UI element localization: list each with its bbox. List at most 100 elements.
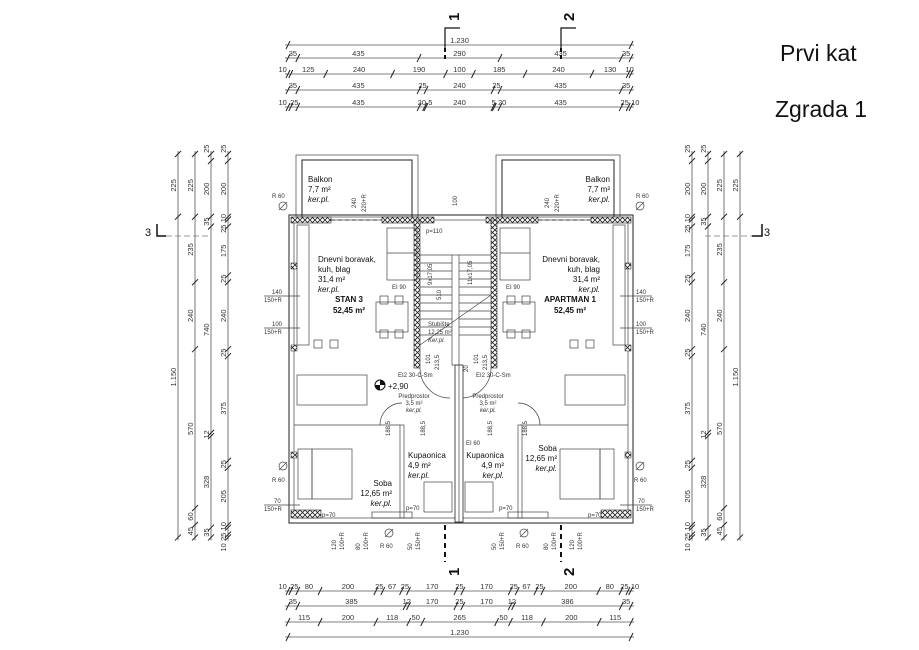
svg-text:+2,90: +2,90 [388, 382, 409, 391]
room-label-bath-left: Kupaonica 4,9 m² ker.pl. [408, 451, 446, 480]
door-height-left: 213,5 [435, 354, 441, 370]
dimension-label: 25 [219, 349, 228, 357]
dining-table-right [502, 295, 536, 339]
dimension-label: 25 [621, 98, 629, 107]
column-r60-marker: R 60 [380, 528, 394, 550]
fire-rating-left: EI 90 [392, 285, 407, 291]
dimension-label: 10 [279, 98, 287, 107]
dimension-label: 5 [428, 98, 432, 107]
dimension-label: 25 [683, 225, 692, 233]
dimension-label: 10 [279, 65, 287, 74]
dimension-label: 10 [625, 65, 633, 74]
dimension-label: 25 [290, 98, 298, 107]
svg-text:150+R: 150+R [500, 531, 506, 550]
dimension-label: 115 [609, 613, 621, 622]
svg-text:R 60: R 60 [272, 478, 285, 484]
svg-text:Balkon: Balkon [586, 175, 610, 184]
wall-dimension: 100 [453, 195, 459, 206]
dimension-label: 25 [219, 225, 228, 233]
column-r60-marker: R 60 [634, 461, 647, 484]
svg-text:1: 1 [446, 568, 463, 576]
svg-text:APARTMAN 1: APARTMAN 1 [544, 295, 596, 304]
door-width: 188,5 [386, 420, 392, 436]
dimension-label: 80 [606, 582, 614, 591]
level-marker: +2,90 [374, 379, 409, 391]
dimension-label: 240 [353, 65, 366, 74]
svg-text:ker.pl.: ker.pl. [308, 195, 330, 204]
dimension-label: 570 [186, 422, 195, 435]
dimension-label: 35 [202, 528, 211, 536]
dimension-label: 175 [219, 245, 228, 258]
room-label-balcony-left: Balkon 7,7 m² ker.pl. [308, 175, 332, 204]
door-width: 188,5 [421, 420, 427, 436]
dimension-label: 25 [683, 533, 692, 541]
dimension-label: 205 [683, 490, 692, 503]
svg-text:Predprostor: Predprostor [398, 394, 429, 400]
dimension-label: 25 [683, 275, 692, 283]
dimension-label: 12 [202, 430, 211, 438]
balcony-door-width: 240 [545, 197, 551, 208]
dimension-label: 375 [683, 402, 692, 415]
stair-steps-a: 9x17,05 [428, 263, 434, 285]
dimension-label: 35 [289, 597, 297, 606]
dimension-label: 170 [426, 597, 439, 606]
svg-text:120: 120 [332, 539, 338, 550]
section-marker-3-right: 3 [705, 224, 770, 239]
kitchen-left [296, 224, 368, 406]
svg-text:31,4 m²: 31,4 m² [318, 275, 345, 284]
dimension-label: 740 [699, 323, 708, 336]
dimension-label: 240 [552, 65, 565, 74]
dimension-label: 235 [186, 243, 195, 256]
svg-text:52,45 m²: 52,45 m² [333, 306, 365, 315]
balcony-door-width: 240 [352, 197, 358, 208]
dimension-label: 740 [202, 323, 211, 336]
svg-text:R 60: R 60 [636, 194, 649, 200]
dimension-label: 225 [731, 179, 740, 192]
unit-label-right: APARTMAN 1 52,45 m² [544, 295, 596, 315]
column-r60-marker: R 60 [635, 194, 649, 211]
sofa-right [499, 227, 531, 281]
svg-text:150+R: 150+R [416, 531, 422, 550]
svg-text:100+R: 100+R [552, 531, 558, 550]
svg-text:Soba: Soba [538, 444, 557, 453]
door-height-right: 213,5 [483, 354, 489, 370]
svg-text:R 60: R 60 [272, 194, 285, 200]
dimension-label: 435 [352, 98, 365, 107]
dimension-label: 25 [492, 81, 500, 90]
dimension-label: 10 [683, 522, 692, 530]
balcony-right [495, 154, 621, 218]
svg-text:50: 50 [492, 543, 498, 550]
dimension-label: 265 [453, 613, 466, 622]
dimension-label: 25 [290, 582, 298, 591]
svg-text:100+R: 100+R [578, 531, 584, 550]
dimension-label: 25 [699, 145, 708, 153]
dimension-label: 25 [683, 145, 692, 153]
svg-text:R 60: R 60 [516, 544, 529, 550]
svg-text:ker.pl.: ker.pl. [536, 464, 558, 473]
dimension-label: 435 [352, 49, 365, 58]
dimension-label: 240 [219, 309, 228, 322]
svg-text:Predprostor: Predprostor [472, 394, 503, 400]
svg-text:140: 140 [636, 290, 647, 296]
dimension-label: 45 [715, 527, 724, 535]
svg-text:7,7 m²: 7,7 m² [308, 185, 331, 194]
dimension-label: 205 [219, 490, 228, 503]
dimension-label: 570 [715, 422, 724, 435]
dimension-label: 240 [186, 309, 195, 322]
svg-text:12,65 m²: 12,65 m² [525, 454, 557, 463]
dimension-label: 225 [715, 179, 724, 192]
door-rating-right: EI2 30-C-Sm [476, 373, 511, 379]
dimension-label: 118 [386, 613, 398, 622]
door-width: 188,5 [523, 420, 529, 436]
